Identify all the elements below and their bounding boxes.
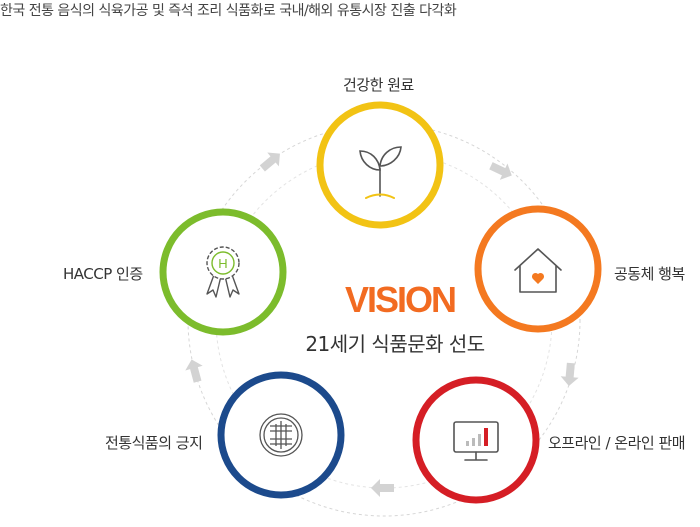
node-label-haccp-certification: HACCP 인증	[63, 265, 143, 283]
monitor-chart-icon	[453, 421, 499, 461]
node-haccp-certification: H	[159, 208, 287, 336]
cycle-arrow-2	[560, 362, 579, 386]
haccp-badge-icon: H	[206, 246, 240, 298]
cycle-arrow-5	[259, 152, 280, 172]
vision-title: VISION	[344, 279, 457, 320]
node-traditional-food-pride	[217, 371, 345, 499]
haccp-badge-letter: H	[218, 256, 227, 271]
house-heart-icon	[514, 248, 562, 293]
node-community-happiness	[474, 205, 602, 333]
orbit-ring-outer	[187, 123, 581, 517]
node-ring	[412, 376, 540, 504]
cycle-arrow-3	[371, 479, 394, 497]
tagline: 한국 전통 음식의 식육가공 및 즉석 조리 식품화로 국내/해외 유통시장 진…	[0, 3, 457, 19]
sprout-icon	[359, 146, 402, 199]
node-label-healthy-ingredients: 건강한 원료	[343, 76, 414, 94]
node-label-traditional-food-pride: 전통식품의 긍지	[105, 434, 203, 452]
node-label-community-happiness: 공동체 행복	[614, 265, 685, 283]
cycle-arrow-4	[185, 359, 203, 383]
node-offline-online-sales	[412, 376, 540, 504]
cycle-arrow-1	[489, 162, 512, 180]
vision-subtitle: 21세기 식품문화 선도	[305, 332, 485, 356]
node-healthy-ingredients	[316, 101, 444, 229]
node-ring	[474, 205, 602, 333]
traditional-pattern-icon	[259, 413, 303, 457]
node-label-offline-online-sales: 오프라인 / 온라인 판매	[548, 434, 686, 452]
